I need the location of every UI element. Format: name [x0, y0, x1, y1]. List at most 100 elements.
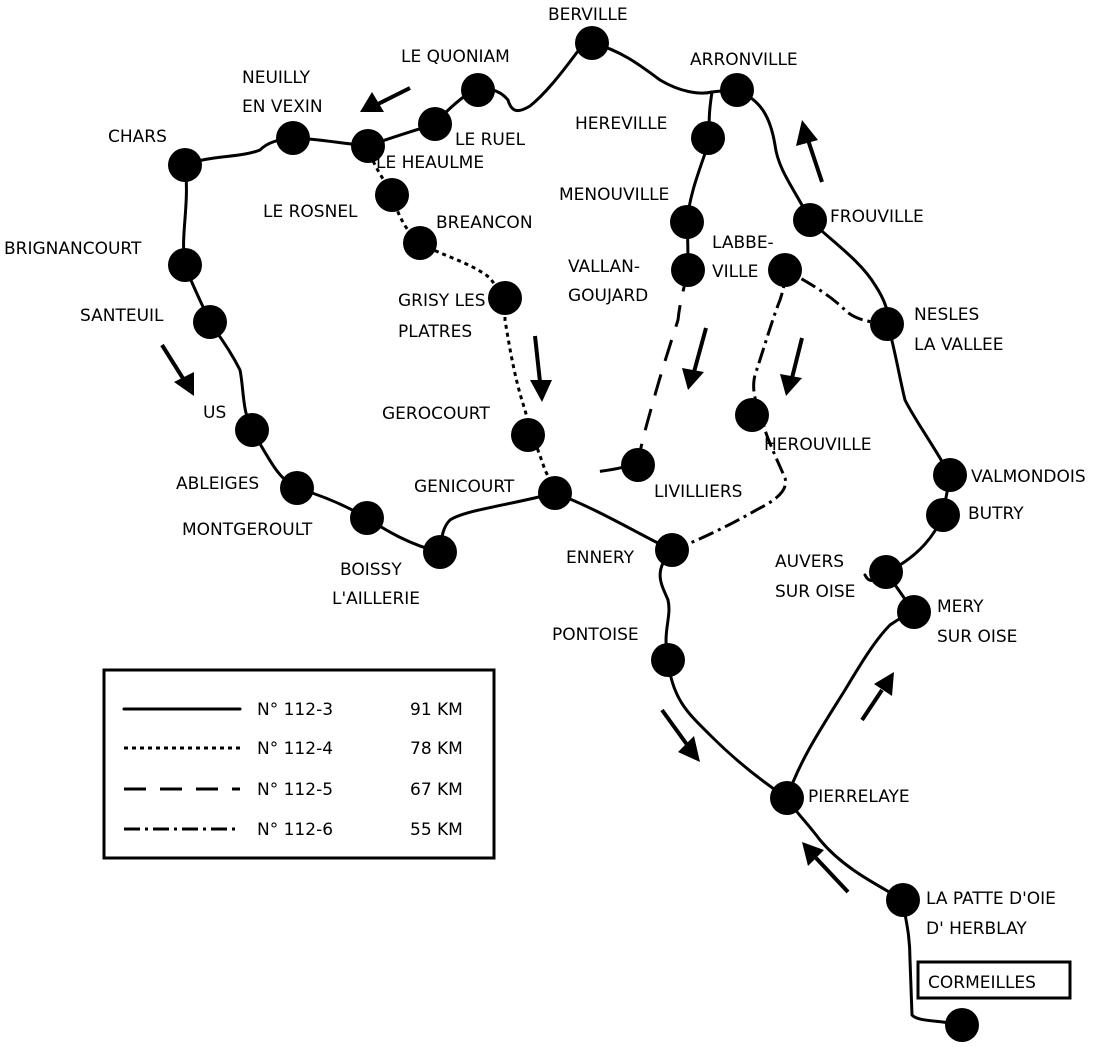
dot-ennery — [655, 533, 689, 567]
legend: N° 112-3 91 KM N° 112-4 78 KM N° 112-5 6… — [102, 668, 496, 860]
dot-gerocourt — [511, 418, 545, 452]
label-patte-2: D' HERBLAY — [926, 919, 1027, 939]
label-boissy-2: L'AILLERIE — [332, 589, 420, 609]
label-chars: CHARS — [108, 127, 167, 147]
legend-route-3: N° 112-5 — [257, 780, 333, 800]
route-112-5-path — [594, 269, 690, 474]
dot-le-rosnel — [375, 178, 409, 212]
dot-pontoise — [651, 643, 685, 677]
label-nesles-1: NESLES — [914, 305, 979, 325]
dot-livilliers — [621, 448, 655, 482]
dot-berville — [575, 26, 609, 60]
dot-breancon — [403, 226, 437, 260]
dot-frouville — [793, 203, 827, 237]
dot-cormeilles — [945, 1008, 979, 1042]
route-112-3-path — [182, 41, 964, 1027]
direction-arrow-icon — [860, 672, 894, 722]
dot-le-quoniam — [461, 73, 495, 107]
dot-auvers — [869, 555, 903, 589]
label-mery-2: SUR OISE — [937, 627, 1017, 647]
label-pontoise: PONTOISE — [552, 625, 639, 645]
label-le-quoniam: LE QUONIAM — [401, 47, 510, 67]
legend-distance-4: 55 KM — [410, 820, 463, 840]
dot-le-ruel — [418, 107, 452, 141]
dot-genicourt — [538, 476, 572, 510]
route-112-6-path — [671, 268, 888, 552]
dot-le-heaulme — [351, 129, 385, 163]
direction-arrow-icon — [796, 120, 824, 183]
dot-labbeville — [768, 253, 802, 287]
legend-distance-3: 67 KM — [410, 780, 463, 800]
town-labels: BERVILLE LE QUONIAM ARRONVILLE NEUILLY E… — [4, 5, 1086, 939]
direction-arrow-icon — [682, 327, 708, 390]
direction-arrow-icon — [660, 708, 700, 762]
label-breancon: BREANCON — [436, 213, 533, 233]
dot-hereville — [691, 121, 725, 155]
label-genicourt: GENICOURT — [414, 477, 515, 497]
dot-arronville — [720, 73, 754, 107]
label-herouville: HEROUVILLE — [764, 435, 872, 455]
legend-distance-2: 78 KM — [410, 739, 463, 759]
label-montgeroult: MONTGEROULT — [182, 520, 313, 540]
label-brignancourt: BRIGNANCOURT — [4, 239, 142, 259]
dot-herouville — [735, 398, 769, 432]
label-labbeville-2: VILLE — [712, 262, 758, 282]
label-butry: BUTRY — [968, 504, 1024, 524]
label-le-ruel: LE RUEL — [455, 130, 526, 150]
label-auvers-2: SUR OISE — [775, 582, 855, 602]
town-dots — [168, 26, 979, 1042]
label-frouville: FROUVILLE — [830, 207, 924, 227]
label-valmondois: VALMONDOIS — [971, 467, 1086, 487]
label-menouville: MENOUVILLE — [559, 185, 669, 205]
label-ableiges: ABLEIGES — [176, 474, 259, 494]
direction-arrow-icon — [802, 842, 850, 894]
dot-grisy — [488, 281, 522, 315]
legend-route-1: N° 112-3 — [257, 700, 333, 720]
label-berville: BERVILLE — [548, 5, 628, 25]
label-nesles-2: LA VALLEE — [914, 335, 1004, 355]
label-gerocourt: GEROCOURT — [382, 404, 490, 424]
label-le-rosnel: LE ROSNEL — [263, 202, 358, 222]
start-box: CORMEILLES — [916, 960, 1072, 1000]
label-neuilly-2: EN VEXIN — [242, 97, 323, 117]
dot-menouville — [670, 205, 704, 239]
dot-us — [235, 413, 269, 447]
label-neuilly-1: NEUILLY — [242, 68, 311, 88]
label-labbeville-1: LABBE- — [712, 233, 774, 253]
route-112-3-branch-mery — [785, 610, 916, 800]
legend-distance-1: 91 KM — [410, 700, 463, 720]
label-boissy-1: BOISSY — [340, 560, 402, 580]
dot-pierrelaye — [770, 781, 804, 815]
dot-chars — [168, 148, 202, 182]
route-112-3-hereville — [685, 90, 714, 272]
dot-boissy — [423, 535, 457, 569]
dot-neuilly-en-vexin — [276, 121, 310, 155]
label-le-heaulme: LE HEAULME — [376, 153, 484, 173]
direction-arrow-icon — [360, 86, 411, 112]
label-ennery: ENNERY — [566, 548, 635, 568]
direction-arrow-icon — [160, 343, 194, 396]
dot-ableiges — [280, 471, 314, 505]
dot-brignancourt — [168, 248, 202, 282]
dot-mery — [897, 595, 931, 629]
label-pierrelaye: PIERRELAYE — [808, 787, 910, 807]
label-us: US — [203, 403, 226, 423]
start-box-label: CORMEILLES — [928, 973, 1036, 993]
label-grisy-1: GRISY LES — [398, 291, 486, 311]
dot-vallangoujard — [671, 253, 705, 287]
direction-arrow-icon — [530, 335, 552, 402]
label-santeuil: SANTEUIL — [80, 306, 164, 326]
legend-route-4: N° 112-6 — [257, 820, 333, 840]
dot-valmondois — [933, 458, 967, 492]
dot-nesles — [870, 307, 904, 341]
dot-montgeroult — [350, 501, 384, 535]
label-mery-1: MERY — [937, 597, 984, 617]
dot-la-patte-doie — [886, 883, 920, 917]
label-vallangoujard-1: VALLAN- — [568, 257, 640, 277]
dot-santeuil — [193, 305, 227, 339]
label-auvers-1: AUVERS — [775, 552, 844, 572]
legend-route-2: N° 112-4 — [257, 739, 333, 759]
label-arronville: ARRONVILLE — [690, 50, 798, 70]
direction-arrow-icon — [780, 337, 804, 396]
label-vallangoujard-2: GOUJARD — [568, 286, 648, 306]
